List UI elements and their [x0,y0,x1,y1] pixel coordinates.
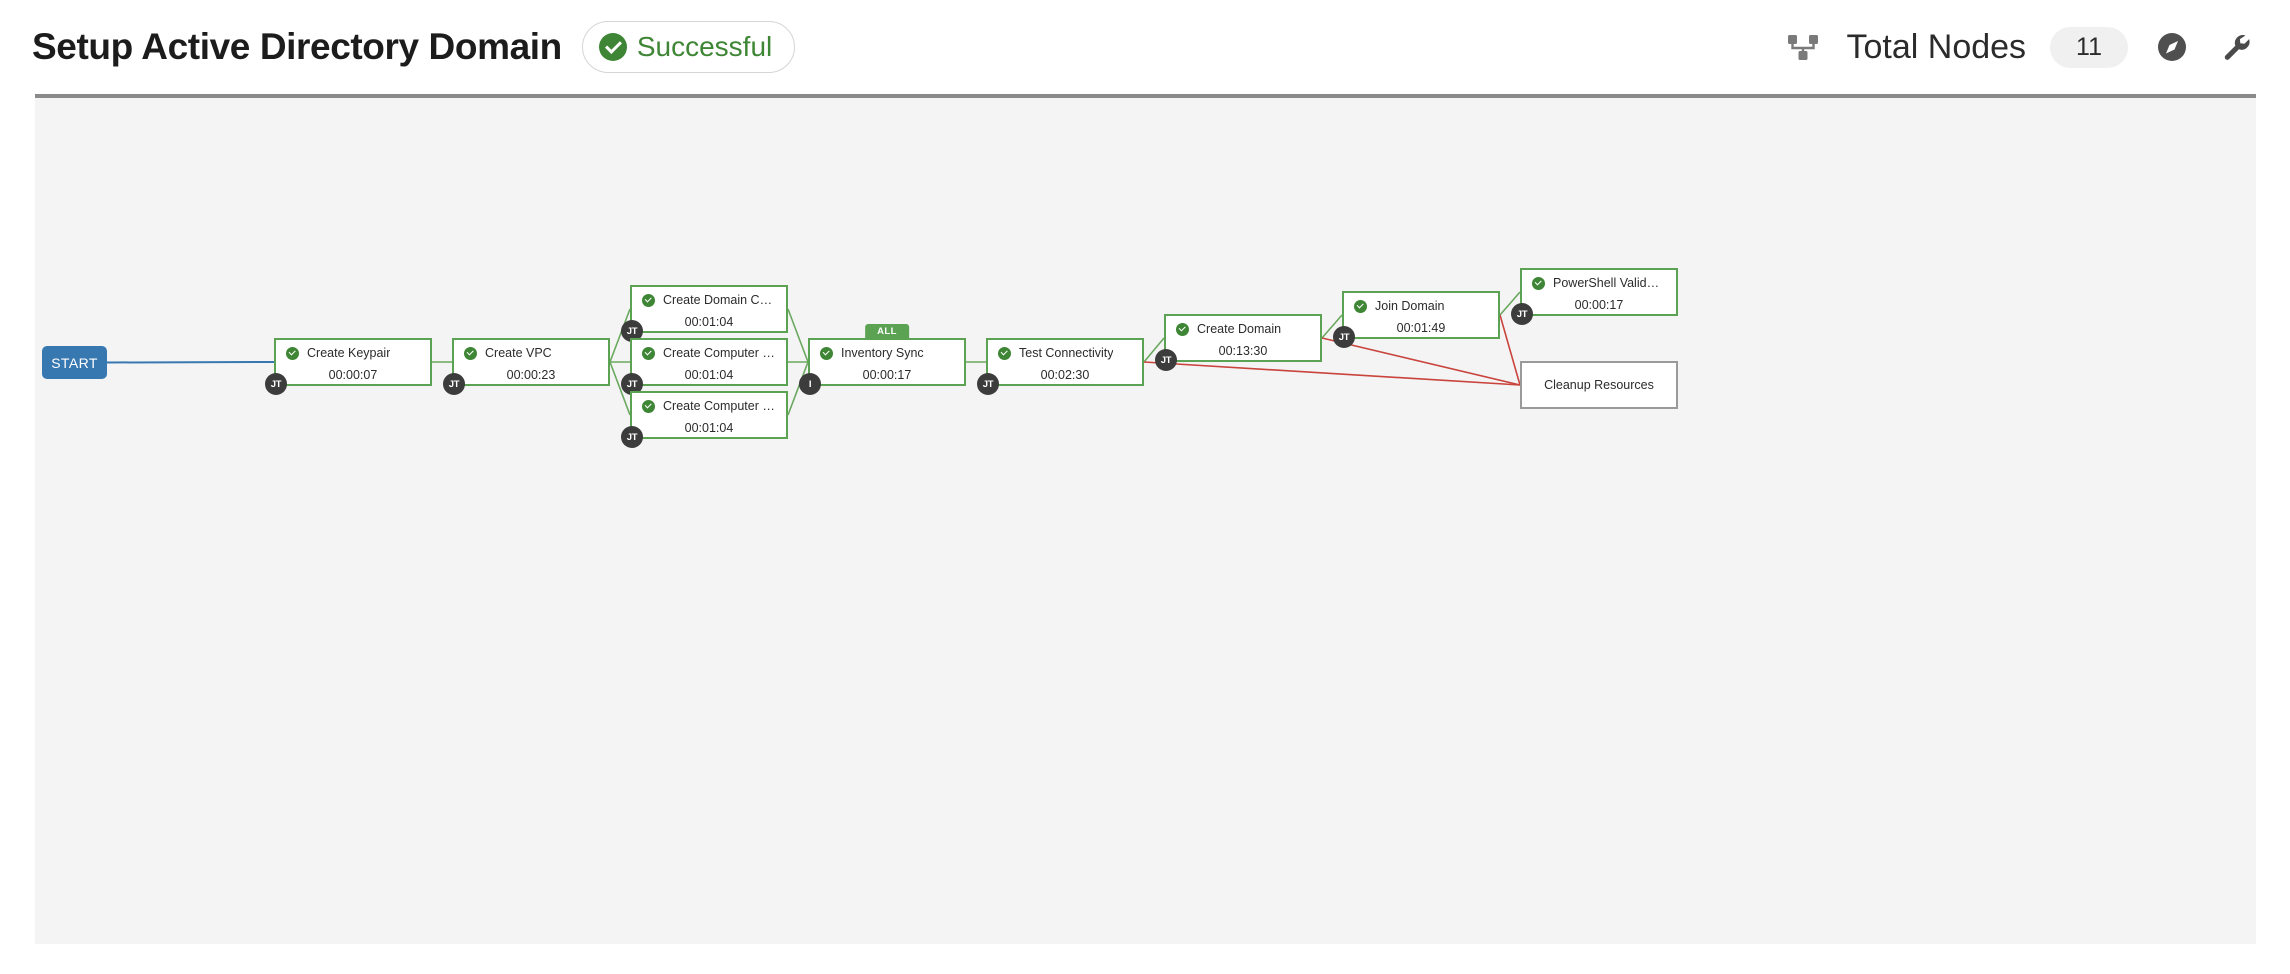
check-circle-icon [820,346,833,360]
edge-test-connectivity-to-create-domain [1143,337,1165,363]
check-circle-icon [1532,276,1545,290]
node-title: Join Domain [1375,299,1445,313]
node-title: Cleanup Resources [1544,378,1654,392]
node-title: Inventory Sync [841,346,924,360]
node-tab-all: ALL [865,324,909,340]
node-title-row: Create Domain Contr... [632,290,786,311]
check-circle-icon [642,346,655,360]
node-credential-badge[interactable]: JT [443,373,465,395]
node-title: Create Domain Contr... [663,293,776,307]
node-create-computer-1[interactable]: Create Computer (1) 00:01:04 JT [621,338,788,395]
check-circle-icon [642,399,655,413]
check-circle-icon [642,293,655,307]
edge-create-vpc-to-create-computer-2 [609,361,631,416]
node-credential-badge[interactable]: JT [977,373,999,395]
node-title-row: Create Keypair [276,343,430,364]
status-badge-label: Successful [636,31,773,62]
node-credential-badge[interactable]: JT [621,426,643,448]
node-title-row: Create Computer (1) [632,343,786,364]
node-title-row: Test Connectivity [988,343,1142,364]
edge-start-to-create-keypair [106,361,275,364]
node-elapsed-time: 00:13:30 [1218,343,1268,358]
node-cleanup-resources[interactable]: Cleanup Resources [1520,361,1678,409]
total-nodes-count: 11 [2050,26,2128,68]
node-title-row: Create Domain [1166,319,1320,340]
node-credential-badge[interactable]: JT [1511,303,1533,325]
node-powershell-validation[interactable]: PowerShell Validation 00:00:17 JT [1511,268,1678,325]
header-actions: Total Nodes 11 [1783,26,2257,68]
node-join-domain[interactable]: Join Domain 00:01:49 JT [1333,291,1500,348]
page-title: Setup Active Directory Domain [32,26,562,67]
edge-join-domain-to-cleanup-resources [1499,314,1521,386]
topology-icon [1783,27,1823,67]
node-create-vpc[interactable]: Create VPC 00:00:23 JT [443,338,610,395]
node-title: Create Keypair [307,346,391,360]
node-elapsed-time: 00:01:49 [1396,320,1446,335]
node-test-connectivity[interactable]: Test Connectivity 00:02:30 JT [977,338,1144,395]
node-title: PowerShell Validation [1553,276,1666,290]
node-title-row: Create Computer (2) [632,396,786,417]
status-badge: Successful [581,21,796,73]
node-create-computer-2[interactable]: Create Computer (2) 00:01:04 JT [621,391,788,448]
check-circle-icon [1354,299,1367,313]
check-circle-icon [1176,322,1189,336]
node-elapsed-time: 00:00:23 [506,367,556,382]
node-credential-badge[interactable]: JT [265,373,287,395]
node-create-domain[interactable]: Create Domain 00:13:30 JT [1155,314,1322,371]
node-title: Test Connectivity [1019,346,1114,360]
node-start[interactable]: START [42,346,107,379]
node-elapsed-time: 00:01:04 [684,420,734,435]
node-title-row: Cleanup Resources [1522,375,1676,396]
node-create-keypair[interactable]: Create Keypair 00:00:07 JT [265,338,432,395]
check-circle-icon [998,346,1011,360]
edge-join-domain-to-powershell-validation [1499,291,1521,316]
node-title-row: Inventory Sync [810,343,964,364]
node-credential-badge[interactable]: JT [1333,326,1355,348]
node-credential-badge[interactable]: JT [621,373,643,395]
workflow-edges [106,291,1521,416]
node-credential-badge[interactable]: JT [621,320,643,342]
check-circle-icon [464,346,477,360]
compass-icon[interactable] [2152,27,2192,67]
total-nodes-label: Total Nodes [1846,27,2027,66]
edge-create-domain-to-join-domain [1321,314,1343,339]
node-title-row: Create VPC [454,343,608,364]
node-elapsed-time: 00:01:04 [684,367,734,382]
edge-create-domain-controller-to-inventory-sync [787,308,809,363]
node-title-row: Join Domain [1344,296,1498,317]
edge-create-computer-2-to-inventory-sync [787,361,809,416]
edge-create-domain-to-cleanup-resources [1321,337,1521,386]
edge-test-connectivity-to-cleanup-resources [1143,361,1521,386]
check-circle-icon [286,346,299,360]
node-elapsed-time: 00:00:17 [862,367,912,382]
wrench-icon[interactable] [2216,27,2256,67]
node-title-row: PowerShell Validation [1522,273,1676,294]
node-elapsed-time: 00:02:30 [1040,367,1090,382]
node-elapsed-time: 00:00:17 [1574,297,1624,312]
node-title: Create Computer (2) [663,399,776,413]
node-title: Create VPC [485,346,552,360]
node-credential-badge[interactable]: JT [1155,349,1177,371]
page-header: Setup Active Directory Domain Successful… [0,0,2290,94]
node-elapsed-time: 00:00:07 [328,367,378,382]
node-create-domain-controller[interactable]: Create Domain Contr... 00:01:04 JT [621,285,788,342]
node-title: Create Computer (1) [663,346,776,360]
node-elapsed-time: 00:01:04 [684,314,734,329]
title-block: Setup Active Directory Domain Successful [32,21,796,73]
edge-create-vpc-to-create-domain-controller [609,308,631,363]
node-credential-badge[interactable]: I [799,373,821,395]
check-circle-icon [598,33,627,61]
node-inventory-sync[interactable]: ALL Inventory Sync 00:00:17 I [799,324,966,395]
node-title: Create Domain [1197,322,1282,336]
